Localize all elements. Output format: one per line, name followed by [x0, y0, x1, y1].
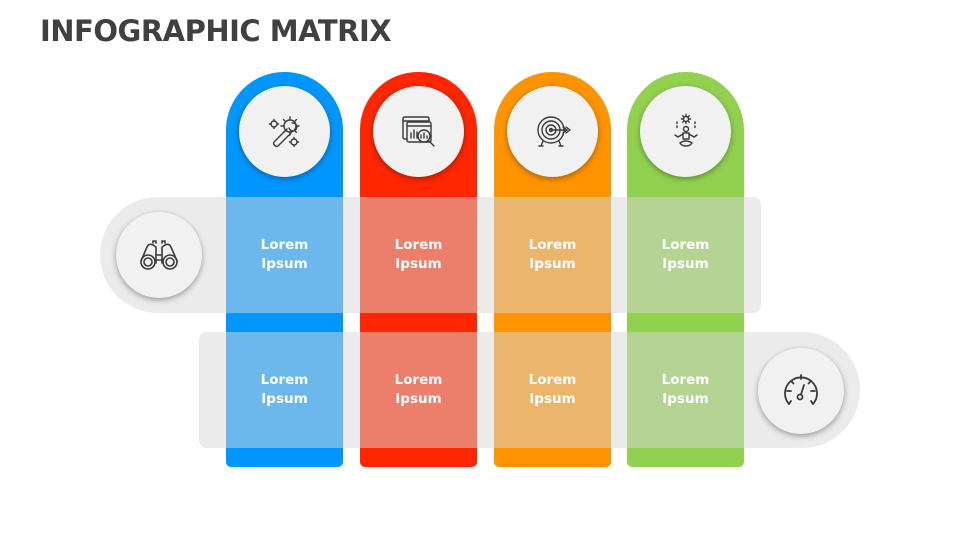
cell-text-line1: Lorem — [661, 237, 710, 253]
column-icon-circle — [640, 86, 731, 177]
cell-text-line2: Ipsum — [261, 391, 308, 407]
cell-text-line1: Lorem — [394, 372, 443, 388]
column-icon-circle — [239, 86, 330, 177]
cell-text-line1: Lorem — [260, 237, 309, 253]
row-2-icon-circle — [758, 348, 844, 434]
cell-text-line2: Ipsum — [529, 391, 576, 407]
target-arrow-icon — [533, 112, 573, 152]
cell-text-line2: Ipsum — [662, 256, 709, 272]
cell-text-line1: Lorem — [661, 372, 710, 388]
cell-text-line1: Lorem — [528, 237, 577, 253]
cell-text-line1: Lorem — [394, 237, 443, 253]
cell-text-line1: Lorem — [528, 372, 577, 388]
row-1-icon-circle — [116, 212, 202, 298]
binoculars-icon — [135, 231, 183, 279]
row-band-1 — [100, 197, 761, 313]
data-analysis-icon — [399, 112, 439, 152]
cell-text-line2: Ipsum — [261, 256, 308, 272]
cell-text-line2: Ipsum — [395, 391, 442, 407]
cell-text-line2: Ipsum — [529, 256, 576, 272]
cell-text-line1: Lorem — [260, 372, 309, 388]
cell-text-line2: Ipsum — [395, 256, 442, 272]
column-icon-circle — [373, 86, 464, 177]
column-icon-circle — [507, 86, 598, 177]
wrench-gears-icon — [265, 112, 305, 152]
row-band-2 — [199, 332, 860, 448]
page-title: INFOGRAPHIC MATRIX — [40, 14, 392, 48]
cell-text-line2: Ipsum — [662, 391, 709, 407]
speedometer-icon — [777, 367, 825, 415]
meditation-gear-icon — [666, 112, 706, 152]
